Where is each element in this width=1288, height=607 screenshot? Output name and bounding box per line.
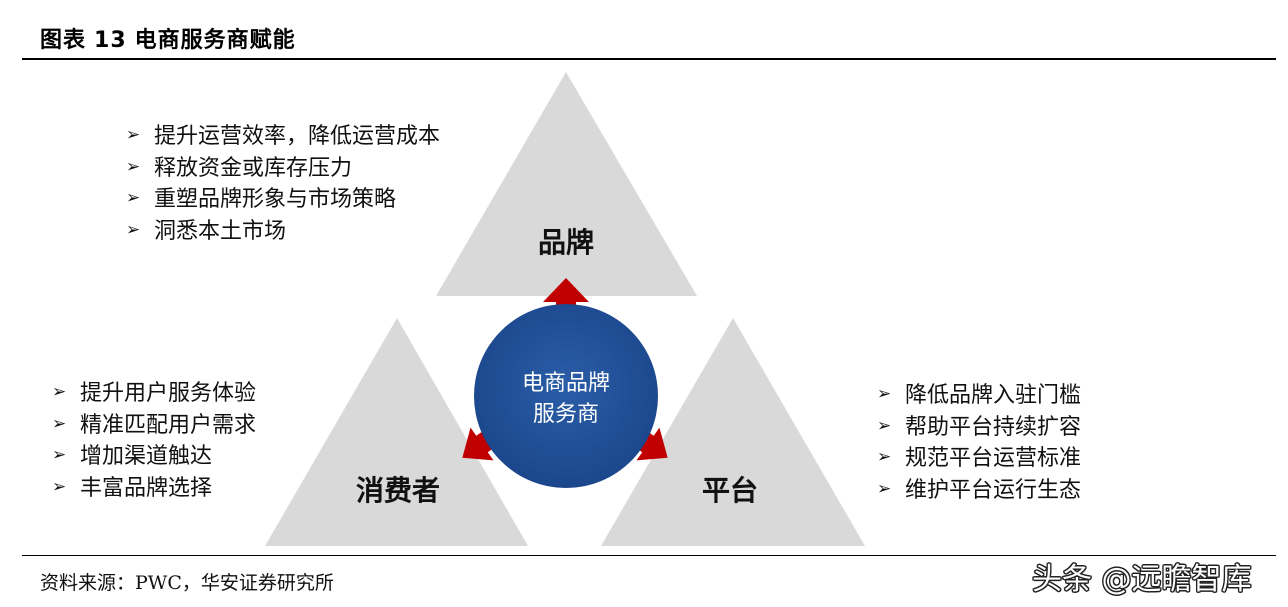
brand-triangle	[436, 72, 697, 296]
figure-number: 13	[94, 28, 127, 53]
arrow-bullet-icon: ➢	[877, 415, 892, 436]
figure-title: 图表 13 电商服务商赋能	[40, 22, 296, 54]
arrow-bullet-icon: ➢	[877, 447, 892, 467]
center-hub	[474, 304, 658, 488]
list-item: ➢提升用户服务体验	[52, 378, 256, 410]
list-item: ➢降低品牌入驻门槛	[877, 380, 1081, 412]
arrow-bullet-icon: ➢	[126, 219, 141, 240]
brand-label: 品牌	[538, 226, 594, 259]
list-item: ➢增加渠道触达	[52, 441, 256, 473]
arrow-bullet-icon: ➢	[52, 413, 67, 434]
arrow-bullet-icon: ➢	[126, 156, 141, 177]
center-hub-line1: 电商品牌	[522, 371, 610, 396]
arrow-to-brand	[543, 278, 589, 328]
watermark: 头条 @远瞻智库	[1032, 562, 1252, 597]
arrow-bullet-icon: ➢	[877, 384, 892, 404]
list-item: ➢规范平台运营标准	[877, 443, 1081, 475]
list-item: ➢释放资金或库存压力	[126, 153, 440, 185]
arrow-bullet-icon: ➢	[126, 188, 141, 208]
list-item: ➢精准匹配用户需求	[52, 410, 256, 442]
source-note: 资料来源：PWC，华安证券研究所	[40, 572, 334, 594]
brand-benefits-list: ➢提升运营效率，降低运营成本 ➢释放资金或库存压力 ➢重塑品牌形象与市场策略 ➢…	[126, 121, 440, 247]
list-item: ➢维护平台运行生态	[877, 475, 1081, 507]
list-item: ➢丰富品牌选择	[52, 473, 256, 505]
arrow-bullet-icon: ➢	[52, 445, 67, 465]
consumer-triangle	[265, 318, 528, 546]
platform-benefits-list: ➢降低品牌入驻门槛 ➢帮助平台持续扩容 ➢规范平台运营标准 ➢维护平台运行生态	[877, 380, 1081, 506]
center-hub-line2: 服务商	[533, 402, 599, 427]
arrow-bullet-icon: ➢	[877, 478, 892, 499]
platform-label: 平台	[702, 474, 758, 507]
figure-label: 图表	[40, 28, 87, 53]
arrow-bullet-icon: ➢	[52, 476, 67, 497]
consumer-label: 消费者	[356, 474, 440, 507]
arrow-bullet-icon: ➢	[126, 125, 141, 145]
arrow-bullet-icon: ➢	[52, 382, 67, 402]
list-item: ➢重塑品牌形象与市场策略	[126, 184, 440, 216]
top-rule	[22, 58, 1276, 60]
figure-title-text: 电商服务商赋能	[134, 28, 296, 53]
consumer-benefits-list: ➢提升用户服务体验 ➢精准匹配用户需求 ➢增加渠道触达 ➢丰富品牌选择	[52, 378, 256, 504]
list-item: ➢提升运营效率，降低运营成本	[126, 121, 440, 153]
bottom-rule	[22, 555, 1276, 556]
list-item: ➢帮助平台持续扩容	[877, 412, 1081, 444]
platform-triangle	[601, 318, 865, 546]
list-item: ➢洞悉本土市场	[126, 216, 440, 248]
